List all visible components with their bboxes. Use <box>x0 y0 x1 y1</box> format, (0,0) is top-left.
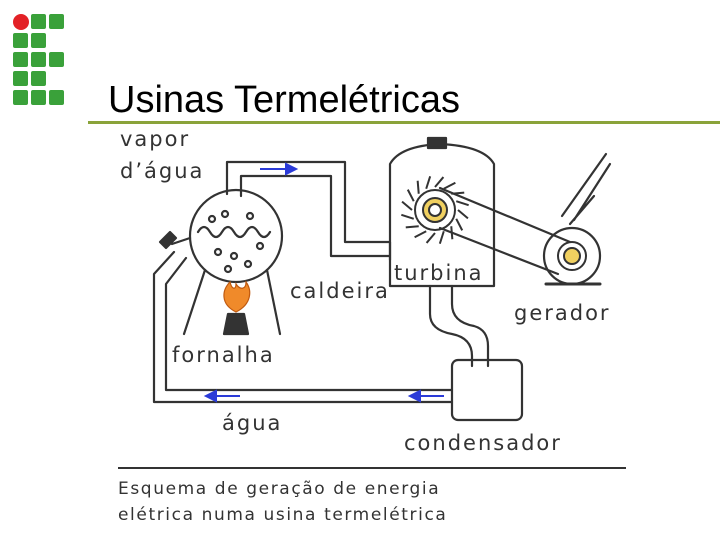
rotor-ray <box>451 191 465 195</box>
rotor-ray <box>401 200 413 211</box>
rotor-ray <box>434 176 445 188</box>
boiler-water-line <box>196 225 272 239</box>
furnace <box>222 312 250 336</box>
label-caldeira: caldeira <box>290 279 390 303</box>
water-return-pipe <box>152 250 454 404</box>
label-agua: água <box>222 411 282 435</box>
label-gerador: gerador <box>514 301 611 325</box>
logo-red-dot <box>13 14 29 30</box>
label-dagua: d’água <box>120 159 204 183</box>
boiler-stand <box>182 268 282 336</box>
rotor-ray <box>450 226 454 240</box>
rotor-ray <box>443 181 456 190</box>
rotor-ray <box>414 230 427 239</box>
flow-arrows <box>203 162 444 403</box>
drive-belt <box>438 186 572 276</box>
title-underline <box>88 121 720 124</box>
rotor-ray <box>405 225 419 229</box>
slide-title: Usinas Termelétricas <box>108 79 460 121</box>
label-condensador: condensador <box>404 431 562 455</box>
generator-wires <box>560 152 612 226</box>
label-vapor: vapor <box>120 127 190 151</box>
rotor-ray <box>457 209 469 220</box>
valve <box>158 230 192 250</box>
turbine-outlet-pipe <box>428 284 490 368</box>
thermal-plant-diagram: vapor d’água caldeira turbina gerador fo… <box>118 127 626 525</box>
rotor-ray <box>455 200 469 207</box>
steam-pipe <box>225 160 392 262</box>
label-turbina: turbina <box>394 261 484 285</box>
rotor-ray <box>455 218 464 231</box>
rotor-ray <box>425 232 436 244</box>
rotor-ray <box>406 189 415 202</box>
flame-icon <box>223 280 251 313</box>
condenser <box>450 358 524 422</box>
rotor-ray <box>425 176 432 190</box>
caption-line-2: elétrica numa usina termelétrica <box>118 505 447 525</box>
rotor-ray <box>438 230 445 244</box>
rotor-ray <box>416 180 420 194</box>
turbine-rotor <box>401 176 469 244</box>
logo-green-squares <box>13 14 64 105</box>
caption-line-1: Esquema de geração de energia <box>118 479 440 499</box>
institution-logo <box>13 14 64 105</box>
boiler <box>188 188 284 284</box>
label-fornalha: fornalha <box>172 343 275 367</box>
generator-rotor <box>557 241 587 271</box>
rotor-ray <box>401 213 415 220</box>
